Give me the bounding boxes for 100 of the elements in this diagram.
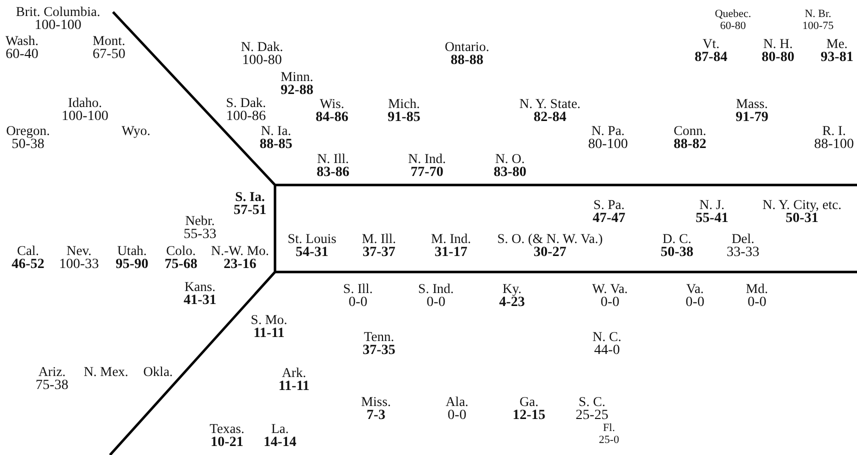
score-value: 88-82 xyxy=(674,138,706,152)
region-name: N. C. xyxy=(592,330,622,344)
region-name: Kans. xyxy=(184,280,216,294)
score-value: 67-50 xyxy=(92,48,126,62)
score-value: 10-21 xyxy=(210,436,244,450)
region-name: S. Pa. xyxy=(593,198,625,212)
score-value: 75-38 xyxy=(36,379,68,393)
score-value: 0-0 xyxy=(426,296,446,310)
region-name: Nev. xyxy=(66,244,92,258)
region-name: Ariz. xyxy=(38,365,66,379)
region-name: Conn. xyxy=(674,124,706,138)
region-name: S. Mo. xyxy=(250,313,288,327)
score-value: 54-31 xyxy=(296,246,328,260)
score-value: 80-80 xyxy=(762,51,794,65)
region-name: S. Dak. xyxy=(226,96,266,110)
region-name: Del. xyxy=(732,232,754,246)
score-value: 50-31 xyxy=(786,212,818,226)
region-name: S. O. (& N. W. Va.) xyxy=(497,232,603,246)
region-name: Ark. xyxy=(282,366,306,380)
region-name: Fl. xyxy=(603,421,615,435)
region-name: N. Ill. xyxy=(317,152,349,166)
region-name: Wash. xyxy=(5,34,39,48)
score-value: 46-52 xyxy=(12,258,44,272)
region-name: D. C. xyxy=(662,232,692,246)
region-name: N. Ia. xyxy=(260,124,292,138)
score-value: 37-37 xyxy=(362,246,396,260)
score-value: 37-35 xyxy=(362,344,396,358)
region-name: S. Ind. xyxy=(418,282,454,296)
region-name: Ky. xyxy=(502,282,522,296)
region-name: Va. xyxy=(686,282,704,296)
region-name: N. O. xyxy=(495,152,525,166)
score-value: 31-17 xyxy=(434,246,468,260)
region-name: La. xyxy=(271,422,289,436)
score-value: 84-86 xyxy=(316,111,348,125)
score-value: 88-88 xyxy=(450,54,484,68)
region-name: Okla. xyxy=(143,365,173,379)
score-value: 75-68 xyxy=(164,258,198,272)
region-name: Ga. xyxy=(519,395,539,409)
score-value: 100-33 xyxy=(59,258,99,272)
region-name: N. Pa. xyxy=(591,124,625,138)
score-value: 87-84 xyxy=(694,51,728,65)
region-name: Idaho. xyxy=(68,96,102,110)
region-name: Tenn. xyxy=(364,330,394,344)
score-value: 88-100 xyxy=(814,138,854,152)
score-value: 0-0 xyxy=(748,296,766,310)
region-name: Mich. xyxy=(388,97,420,111)
region-name: Nebr. xyxy=(185,214,215,228)
region-name: N. Ind. xyxy=(408,152,446,166)
score-value: 100-75 xyxy=(802,19,834,33)
score-value: 11-11 xyxy=(253,327,285,341)
region-name: Ontario. xyxy=(444,40,490,54)
region-name: S. C. xyxy=(578,395,606,409)
region-name: Vt. xyxy=(702,37,720,51)
score-value: 83-80 xyxy=(494,166,526,180)
score-value: 30-27 xyxy=(534,246,566,260)
region-name: Ala. xyxy=(446,395,468,409)
region-name: Colo. xyxy=(166,244,196,258)
region-name: R. I. xyxy=(822,124,846,138)
region-name: Me. xyxy=(826,37,848,51)
score-value: 100-86 xyxy=(226,110,266,124)
region-name: Md. xyxy=(746,282,768,296)
score-value: 0-0 xyxy=(686,296,704,310)
score-value: 55-33 xyxy=(184,228,216,242)
region-name: Quebec. xyxy=(714,7,752,21)
score-value: 4-23 xyxy=(499,296,525,310)
score-value: 95-90 xyxy=(116,258,148,272)
region-name: St. Louis xyxy=(288,232,336,246)
score-value: 44-0 xyxy=(594,344,620,358)
region-name: Utah. xyxy=(117,244,147,258)
region-name: Miss. xyxy=(361,395,391,409)
score-value: 12-15 xyxy=(512,409,546,423)
score-value: 88-85 xyxy=(260,138,292,152)
region-name: N. Y. State. xyxy=(519,97,581,111)
score-value: 57-51 xyxy=(234,204,266,218)
score-value: 50-38 xyxy=(660,246,694,260)
score-value: 11-11 xyxy=(278,380,310,394)
region-name: Wyo. xyxy=(122,124,150,138)
score-value: 93-81 xyxy=(820,51,854,65)
score-value: 100-100 xyxy=(62,110,108,124)
score-value: 23-16 xyxy=(224,258,256,272)
region-name: Wis. xyxy=(320,97,344,111)
score-value: 91-85 xyxy=(388,111,420,125)
score-value: 77-70 xyxy=(410,166,444,180)
region-name: N.-W. Mo. xyxy=(211,244,269,258)
region-name: N. Y. City, etc. xyxy=(762,198,842,212)
region-name: S. Ill. xyxy=(343,282,373,296)
score-value: 47-47 xyxy=(592,212,626,226)
score-value: 60-40 xyxy=(6,48,38,62)
region-name: N. H. xyxy=(763,37,793,51)
score-value: 41-31 xyxy=(184,294,216,308)
score-value: 100-80 xyxy=(242,54,282,68)
region-name: Mass. xyxy=(736,97,768,111)
region-name: N. Br. xyxy=(804,7,832,21)
score-value: 80-100 xyxy=(588,138,628,152)
score-value: 0-0 xyxy=(448,409,466,423)
region-name: Texas. xyxy=(210,422,244,436)
score-value: 55-41 xyxy=(696,212,728,226)
region-name: M. Ind. xyxy=(430,232,472,246)
score-value: 60-80 xyxy=(720,19,746,33)
region-name: N. Mex. xyxy=(84,365,128,379)
